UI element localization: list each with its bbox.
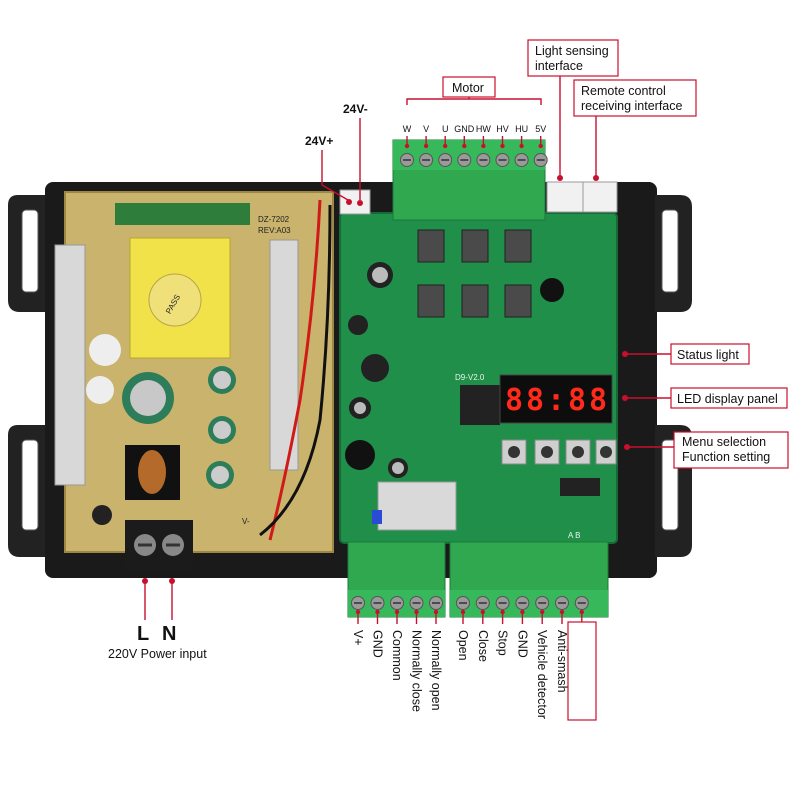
- motor-pin-label: HV: [496, 124, 509, 134]
- board-model-text: D9-V2.0: [455, 373, 485, 382]
- terminal-label: Common: [390, 630, 404, 681]
- light-sensing-label-1: Light sensing: [535, 44, 609, 58]
- motor-pin-label: W: [403, 124, 412, 134]
- n-label: N: [162, 623, 176, 645]
- motor-pin-dot: [519, 143, 524, 149]
- right-terminal-block: [449, 541, 609, 618]
- reserved-port-callout-box: [567, 621, 597, 721]
- led-display-label: LED display panel: [677, 392, 778, 406]
- led-display-value: 88:88: [505, 383, 607, 418]
- psu-vminus-text: V-: [242, 517, 250, 526]
- power-input-label: 220V Power input: [108, 647, 207, 661]
- menu-selection-label-2: Function setting: [682, 450, 770, 464]
- motor-pin-label: HW: [476, 124, 491, 134]
- l-label: L: [137, 623, 149, 645]
- motor-callout-label: Motor: [452, 81, 484, 95]
- light-sensing-connector: [546, 181, 584, 213]
- terminal-label: GND: [371, 630, 385, 658]
- remote-control-callout-box: [573, 79, 697, 117]
- motor-pin-dot: [500, 143, 505, 149]
- power-24v-connector: [339, 189, 371, 215]
- terminal-label: Open: [456, 630, 470, 661]
- motor-pin-dot: [538, 143, 543, 149]
- motor-pin-dot: [462, 143, 467, 149]
- motor-pin-dot: [404, 143, 410, 149]
- terminal-label: Normally close: [410, 630, 424, 712]
- remote-control-label-1: Remote control: [581, 84, 666, 98]
- bottom-terminal-labels: V+ GND Common Normally close Normally open Op…: [351, 609, 589, 719]
- menu-selection-callout-box: [673, 431, 789, 469]
- menu-selection-label-1: Menu selection: [682, 435, 766, 449]
- left-terminal-block: [347, 541, 446, 618]
- terminal-label: Stop: [496, 630, 510, 656]
- led-display: 88:88: [499, 374, 613, 424]
- psu-model-text: DZ-7202: [258, 215, 290, 224]
- power-supply-board: DZ-7202 REV:A03 PASS V-: [54, 191, 334, 570]
- motor-terminal-block: [392, 139, 548, 221]
- v24-minus-label: 24V-: [343, 102, 368, 116]
- remote-control-label-2: receiving interface: [581, 99, 682, 113]
- status-light-label: Status light: [677, 348, 739, 362]
- terminal-label: Vehicle detector: [535, 630, 549, 719]
- terminal-label: GND: [515, 630, 529, 658]
- motor-pin-label: HU: [515, 124, 528, 134]
- control-board: D9-V2.0 A B: [339, 212, 618, 544]
- motor-pin-dot: [423, 143, 429, 149]
- motor-pin-label: GND: [454, 124, 475, 134]
- terminal-label: V+: [351, 630, 365, 646]
- terminal-label: Normally open: [429, 630, 443, 711]
- motor-pin-dot: [481, 143, 486, 149]
- remote-receiver-connector: [582, 181, 618, 213]
- v24-plus-label: 24V+: [305, 134, 333, 148]
- terminal-label: Anti-smash: [555, 630, 569, 693]
- motor-pin-label: 5V: [535, 124, 546, 134]
- psu-rev-text: REV:A03: [258, 226, 291, 235]
- light-sensing-label-2: interface: [535, 59, 583, 73]
- ab-text: A B: [568, 531, 580, 540]
- motor-pin-dot: [443, 143, 448, 149]
- motor-pin-label: V: [423, 124, 429, 134]
- light-sensing-callout-box: [527, 39, 619, 77]
- terminal-label: Close: [476, 630, 490, 662]
- motor-pin-label: U: [442, 124, 449, 134]
